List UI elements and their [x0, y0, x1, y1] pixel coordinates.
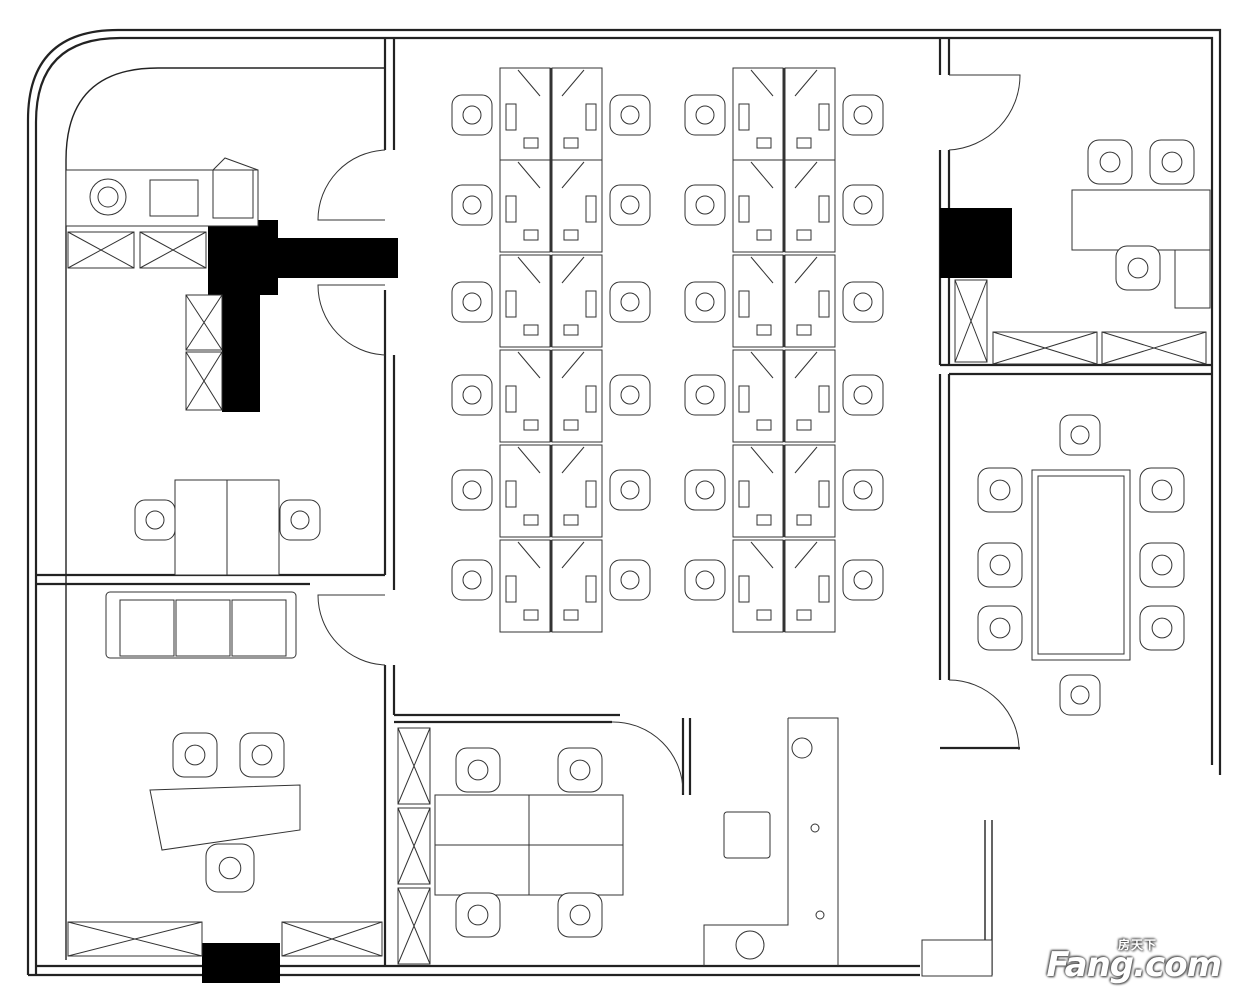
- desk-ne: [1071, 189, 1211, 309]
- outer-walls: [26, 28, 1222, 977]
- meeting-table: [1031, 469, 1131, 661]
- desk-sw: [149, 784, 301, 851]
- chairs: [134, 94, 1195, 938]
- reception-counter: [703, 717, 839, 966]
- interior-walls: [36, 38, 1212, 977]
- sofa: [105, 591, 297, 659]
- columns: [202, 208, 1012, 983]
- storage-cabinets: [67, 231, 1207, 965]
- doors: [317, 74, 1021, 794]
- workstation-partitions: [174, 67, 836, 896]
- fang-watermark: 房天下 Fang.com: [1046, 938, 1222, 985]
- watermark-cn: 房天下: [1117, 938, 1157, 952]
- watermark-brand: Fang.com: [1046, 945, 1222, 985]
- pantry-counter: [65, 157, 259, 227]
